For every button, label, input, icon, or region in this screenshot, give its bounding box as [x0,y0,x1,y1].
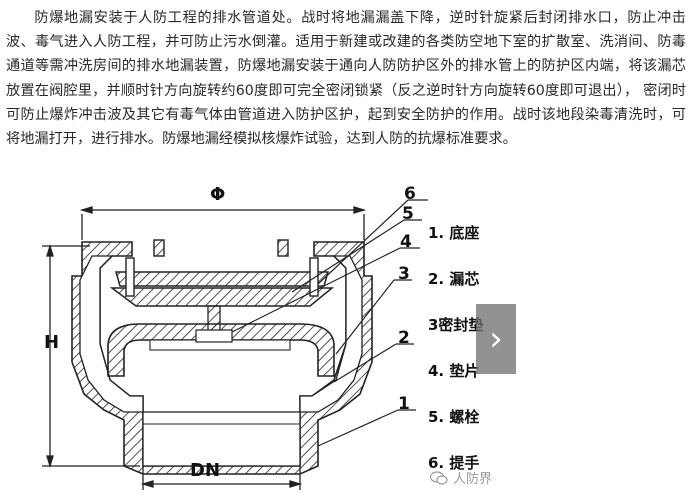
dn-label: DN [190,460,221,481]
seal-dome [107,323,335,377]
legend-item-washer: 4. 垫片 [428,362,480,380]
callout-6: 6 [404,184,416,204]
h-label: H [44,332,60,353]
callout-leaders [231,199,428,447]
drain-core [109,271,335,337]
legend-item-handle: 6. 提手 [428,454,480,472]
phi-label: Φ [210,184,226,205]
watermark: 人防界 [430,468,492,487]
callout-3: 3 [398,264,410,284]
next-image-button[interactable]: › [476,304,516,374]
drain-cross-section [42,199,428,490]
phi-dimension [79,206,367,240]
h-dimension [42,243,140,469]
callout-4: 4 [400,232,412,252]
callout-2: 2 [398,328,410,348]
base-body [71,241,373,475]
legend-item-gasket: 3密封垫 [428,316,484,334]
side-supports [125,239,319,297]
legend-item-base: 1. 底座 [428,224,480,242]
callout-1: 1 [398,394,410,414]
callout-5: 5 [402,204,414,224]
article-paragraph: 防爆地漏安装于人防工程的排水管道处。战时将地漏漏盖下降，逆时针旋紧后封闭排水口，… [6,10,686,148]
wechat-icon [430,470,448,485]
drain-diagram: Φ H DN 6 5 4 3 2 1 1. 底座 2. 漏芯 3密封垫 4. 垫… [0,184,690,500]
chevron-right-icon: › [489,319,503,359]
legend-item-core: 2. 漏芯 [428,270,480,288]
legend-item-bolt: 5. 螺栓 [428,408,480,426]
watermark-text: 人防界 [453,472,493,487]
